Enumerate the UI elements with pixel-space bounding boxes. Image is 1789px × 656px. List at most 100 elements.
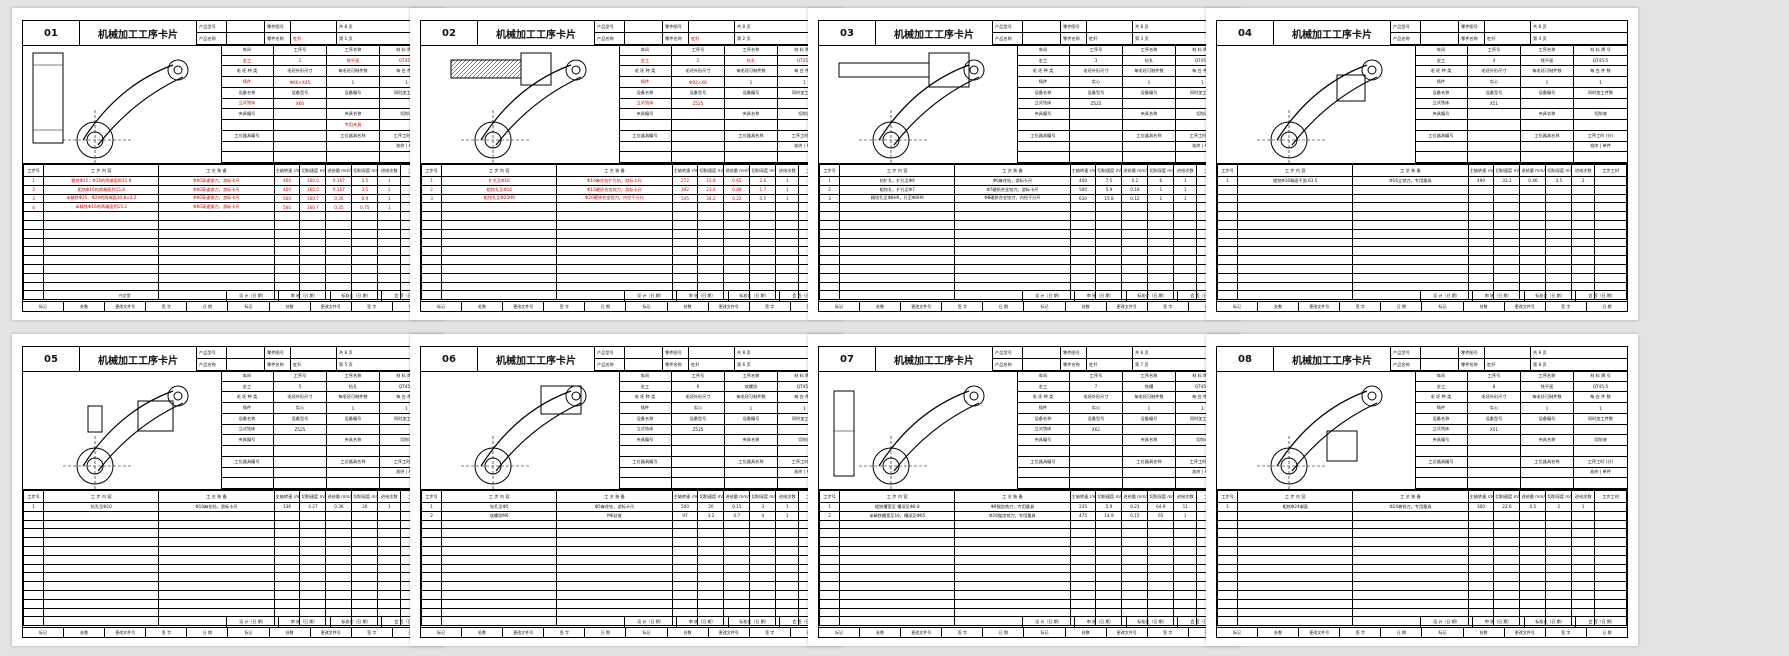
info-cell: 工序名称 bbox=[327, 371, 380, 382]
table-cell bbox=[1069, 263, 1097, 274]
table-cell bbox=[23, 581, 45, 591]
table-cell bbox=[1237, 237, 1354, 248]
table-cell: 7.5 bbox=[1095, 176, 1123, 186]
info-cell: 夹具编号 bbox=[1415, 435, 1468, 447]
info-cell: 1 bbox=[380, 403, 433, 414]
footer-cell: 标准化（日 期） bbox=[729, 617, 781, 627]
table-cell bbox=[1493, 598, 1521, 609]
table-cell bbox=[299, 528, 327, 539]
table-cell bbox=[1493, 545, 1521, 556]
info-cell: 毛坯外形尺寸 bbox=[672, 392, 725, 404]
table-cell bbox=[1545, 589, 1573, 600]
table-cell bbox=[1069, 589, 1097, 600]
table-cell bbox=[723, 202, 751, 213]
table-cell bbox=[1352, 528, 1469, 539]
table-cell bbox=[377, 290, 402, 301]
table-cell bbox=[351, 228, 379, 239]
info-cell: 夹具编号 bbox=[1415, 109, 1468, 121]
table-cell: 1 bbox=[1173, 193, 1198, 204]
footer-blank bbox=[421, 291, 625, 301]
table-cell bbox=[1545, 193, 1573, 204]
table-cell bbox=[954, 263, 1071, 274]
table-cell bbox=[839, 272, 956, 283]
table-cell bbox=[1147, 537, 1175, 547]
table-cell bbox=[325, 581, 353, 591]
card-title: 机械加工工序卡片 bbox=[876, 347, 993, 371]
table-cell bbox=[1069, 598, 1097, 609]
header-meta: 产品型号零件图号共 8 页产品名称零件名称杠杆第 5 页 bbox=[197, 347, 433, 371]
table-cell bbox=[556, 528, 673, 539]
table-cell bbox=[1352, 510, 1469, 521]
table-cell bbox=[1173, 572, 1198, 583]
table-cell bbox=[1545, 228, 1573, 239]
info-cell bbox=[380, 152, 433, 163]
table-cell: 精铰孔至Φ8H9，孔至Φ8H9 bbox=[839, 193, 956, 204]
header-cell: 产品型号 bbox=[197, 21, 227, 33]
table-cell bbox=[1571, 528, 1596, 539]
table-cell bbox=[23, 545, 45, 556]
table-cell bbox=[749, 572, 777, 583]
info-cell: 设备编号 bbox=[1123, 87, 1176, 99]
header-cell bbox=[1023, 347, 1061, 359]
column-header: 主轴转速 r/min bbox=[1069, 490, 1097, 503]
table-cell bbox=[775, 272, 800, 283]
table-cell bbox=[1467, 528, 1495, 539]
info-cell: 4 bbox=[1468, 55, 1521, 67]
footer-cell: 签 字 bbox=[1148, 302, 1189, 311]
table-cell bbox=[1237, 528, 1354, 539]
info-cell: 6 bbox=[672, 381, 725, 393]
info-cell bbox=[1176, 120, 1229, 131]
header-cell: 产品名称 bbox=[595, 33, 625, 45]
footer-cell: 日 期 bbox=[1602, 630, 1612, 635]
table-cell bbox=[351, 255, 379, 265]
table-cell: Φ8硬质合金铰刀，内径千分尺 bbox=[954, 193, 1071, 204]
table-row bbox=[819, 598, 1229, 609]
table-cell bbox=[1069, 246, 1097, 257]
column-header: 工 步 内 容 bbox=[441, 164, 558, 177]
footer-cell: 处数 bbox=[462, 302, 504, 311]
header-cell: 第 5 页 bbox=[337, 359, 433, 371]
table-cell bbox=[954, 211, 1071, 221]
footer-cell: 更改文件号 bbox=[1107, 302, 1148, 311]
table-cell bbox=[775, 219, 800, 230]
table-cell bbox=[1237, 589, 1354, 600]
info-cell: 立式钻床 bbox=[1017, 98, 1070, 110]
table-cell: 160.7 bbox=[299, 193, 327, 204]
footer-cell: 日 期 bbox=[983, 628, 1025, 637]
table-cell bbox=[839, 246, 956, 257]
info-cell: 设备编号 bbox=[327, 87, 380, 99]
table-cell bbox=[671, 572, 699, 583]
info-cell: 钻孔 bbox=[1123, 55, 1176, 67]
header-cell: 共 8 页 bbox=[735, 21, 831, 33]
info-cell bbox=[1468, 120, 1521, 131]
table-cell bbox=[23, 219, 45, 230]
info-cell bbox=[274, 446, 327, 457]
info-cell bbox=[1521, 98, 1574, 110]
footer-cell: 处数 bbox=[270, 302, 311, 311]
table-cell bbox=[749, 228, 777, 239]
info-cell: 每毛坯可制件数 bbox=[725, 392, 778, 404]
header-meta: 产品型号零件图号共 8 页产品名称零件名称杠杆第 4 页 bbox=[1391, 21, 1627, 45]
info-cell bbox=[274, 120, 327, 131]
footer-cell: 审 核（日 期） bbox=[1473, 291, 1525, 301]
table-cell bbox=[1095, 554, 1123, 565]
table-cell bbox=[43, 211, 160, 221]
table-cell bbox=[377, 263, 402, 274]
info-cell: 工序工时 (分) bbox=[1574, 131, 1627, 142]
info-cell: 工位器具编号 bbox=[619, 456, 672, 468]
info-cell: Φ60×X45 bbox=[274, 77, 327, 88]
info-cell: 切削液 bbox=[778, 109, 831, 121]
table-cell bbox=[1147, 528, 1175, 539]
footer-cell: 处数 bbox=[462, 628, 504, 637]
info-cell: 同时加工件数 bbox=[380, 88, 433, 99]
table-cell bbox=[819, 237, 841, 248]
info-cell: 立式铣床 bbox=[1415, 98, 1468, 110]
footer-cell: 日 期 bbox=[187, 628, 229, 637]
info-cell bbox=[1521, 424, 1574, 436]
table-cell bbox=[1173, 290, 1198, 301]
table-cell bbox=[43, 255, 160, 265]
info-cell: 专用夹具 bbox=[327, 120, 380, 131]
